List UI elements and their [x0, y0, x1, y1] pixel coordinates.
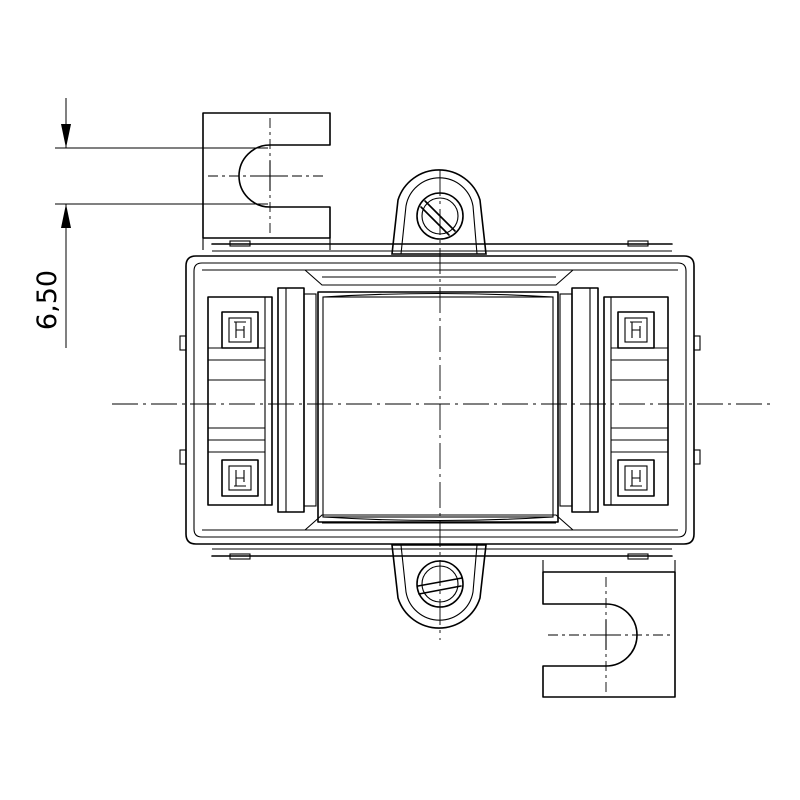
terminal-lug-bottom: [542, 560, 676, 698]
terminal-screw-right-upper-icon: [617, 311, 655, 349]
housing: [179, 240, 701, 560]
terminal-block-right: [559, 287, 669, 513]
terminal-lug-top: [202, 112, 331, 250]
primary-window: [317, 291, 559, 523]
dimension-annotation: 6,50: [32, 98, 268, 348]
terminal-screw-left-upper-icon: [221, 311, 259, 349]
dimension-label: 6,50: [32, 270, 63, 330]
terminal-screw-left-lower-icon: [221, 459, 259, 497]
centre-lines: [112, 170, 775, 640]
terminal-screw-right-lower-icon: [617, 459, 655, 497]
